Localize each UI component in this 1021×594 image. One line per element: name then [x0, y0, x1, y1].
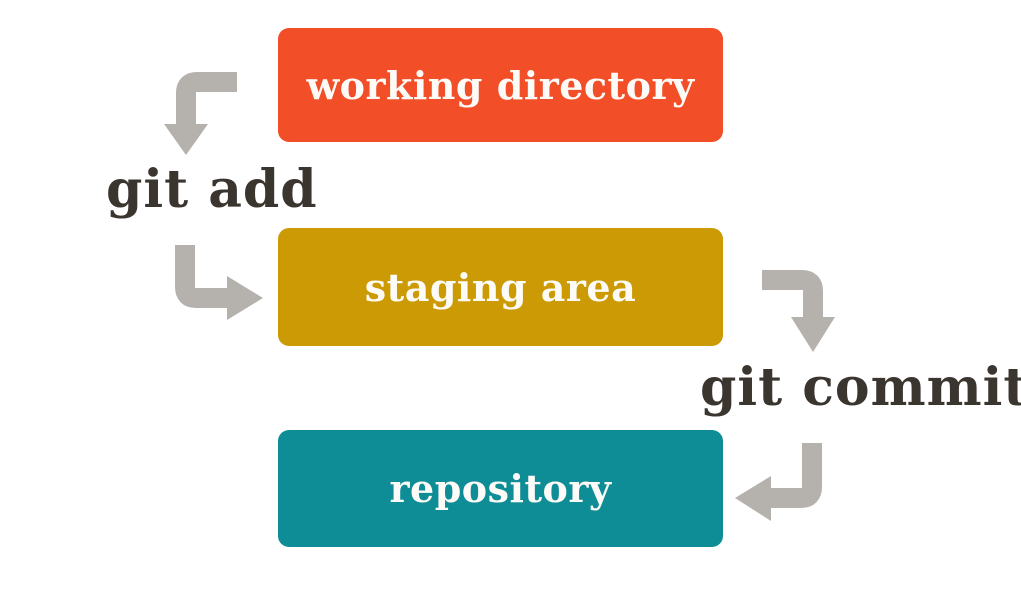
repository-label: repository [389, 466, 612, 511]
working-directory-box: working directory [278, 28, 723, 142]
git-add-label: git add [106, 159, 318, 220]
staging-area-box: staging area [278, 228, 723, 346]
repository-box: repository [278, 430, 723, 547]
arrow-git-commit-to-repository-icon [735, 443, 822, 521]
staging-area-label: staging area [364, 264, 637, 310]
arrow-git-add-to-staging-area-icon [175, 245, 263, 320]
git-commit-label: git commit [700, 357, 1021, 418]
working-directory-label: working directory [306, 62, 695, 108]
arrow-staging-area-to-git-commit-icon [762, 270, 835, 352]
arrow-working-directory-to-git-add-icon [164, 72, 237, 155]
